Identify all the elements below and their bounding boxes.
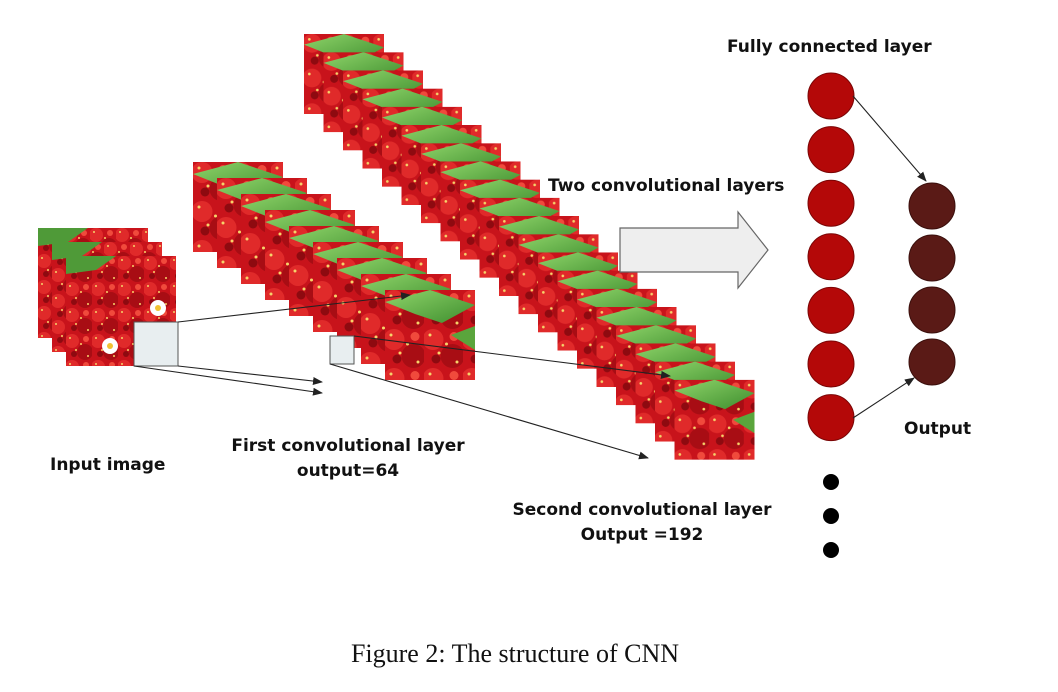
fc-node: [807, 72, 855, 120]
arrow-fc-to-output-top: [852, 95, 927, 182]
arrow-layer1-to-layer2-upper: [353, 335, 671, 379]
output-node: [908, 182, 956, 230]
label-input-image: Input image: [50, 455, 165, 475]
label-first-conv-layer: First convolutional layer: [231, 436, 465, 456]
label-second-output: Output =192: [581, 525, 704, 545]
arrow-input-to-layer1-lower: [133, 365, 323, 396]
fully-connected-ellipsis: [823, 474, 839, 558]
arrow-input-to-layer1-mid: [177, 365, 323, 385]
arrow-input-to-layer1-upper: [177, 292, 411, 323]
block-arrow: [619, 210, 769, 290]
label-second-conv-layer: Second convolutional layer: [513, 500, 773, 520]
input-receptive-patch: [133, 321, 179, 367]
output-nodes: [908, 182, 956, 386]
first-layer-receptive-patch: [329, 335, 355, 365]
output-node: [908, 286, 956, 334]
second-layer-feature-map: [674, 379, 755, 460]
ellipsis-dot: [823, 474, 839, 490]
output-node: [908, 234, 956, 282]
fc-node: [807, 233, 855, 281]
figure-caption: Figure 2: The structure of CNN: [351, 639, 679, 668]
fc-node: [807, 394, 855, 442]
label-first-output: output=64: [297, 461, 399, 481]
ellipsis-dot: [823, 508, 839, 524]
fc-node: [807, 286, 855, 334]
arrow-layer1-to-layer2-lower: [329, 363, 649, 460]
fc-node: [807, 179, 855, 227]
label-fully-connected: Fully connected layer: [727, 37, 932, 57]
fc-node: [807, 126, 855, 174]
arrow-fc-to-output-bottom: [852, 377, 915, 419]
label-two-conv-layers: Two convolutional layers: [548, 176, 784, 196]
fully-connected-nodes: [807, 72, 855, 442]
label-output: Output: [904, 419, 971, 439]
ellipsis-dot: [823, 542, 839, 558]
output-node: [908, 338, 956, 386]
connection-arrows: [133, 292, 671, 460]
first-layer-feature-map: [385, 290, 475, 380]
fc-node: [807, 340, 855, 388]
